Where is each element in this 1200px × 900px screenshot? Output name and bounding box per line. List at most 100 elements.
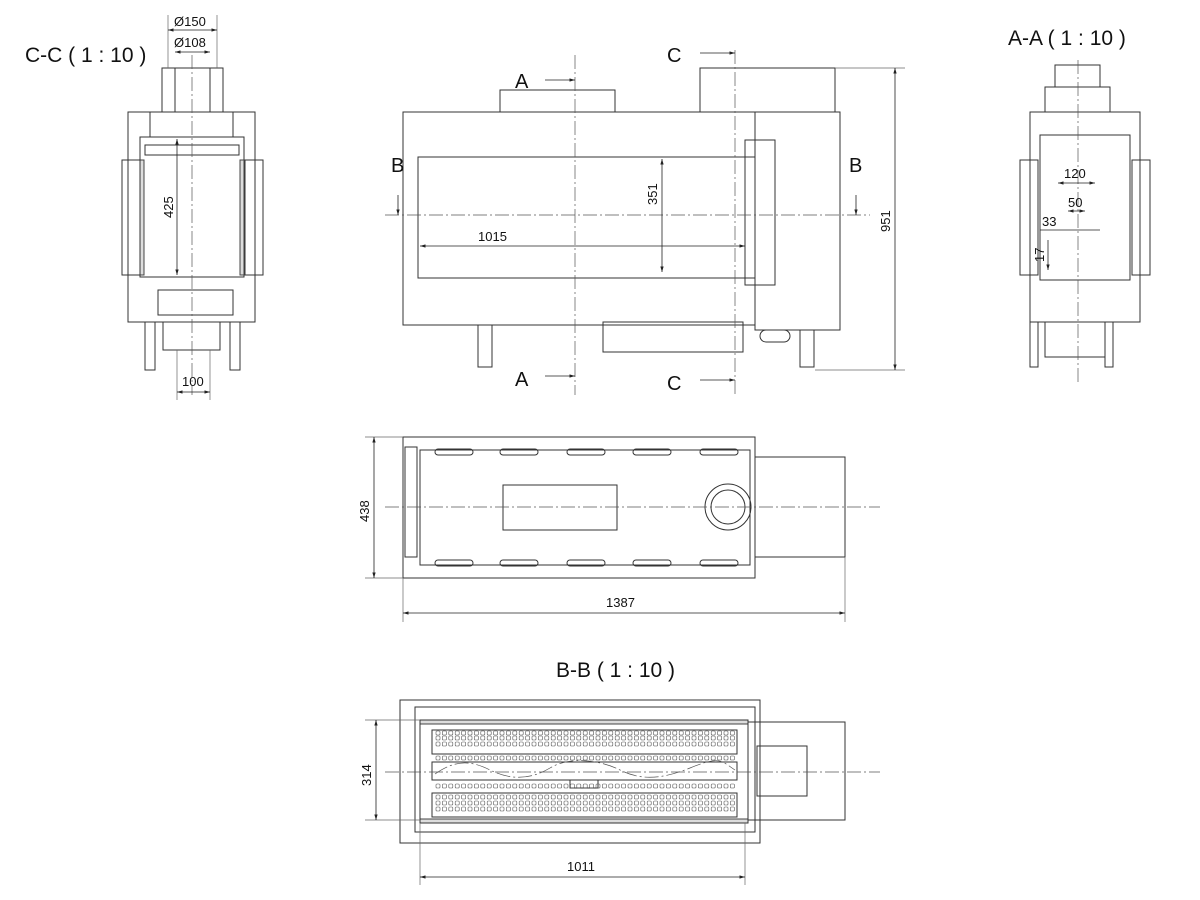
grate-hole <box>646 735 652 741</box>
section-marker-b-right: B <box>849 155 862 177</box>
grate-hole <box>557 783 562 789</box>
dim-cc-width: 100 <box>182 374 204 389</box>
grate-hole <box>698 735 703 741</box>
grate-hole <box>730 755 735 761</box>
grate-hole <box>691 794 697 800</box>
grate-hole <box>595 783 601 789</box>
grate-hole <box>634 783 639 789</box>
grate-hole <box>518 783 524 789</box>
grate-hole <box>576 783 582 789</box>
section-marker-c-top: C <box>667 45 681 67</box>
grate-hole <box>563 800 569 806</box>
grate-hole <box>608 794 614 800</box>
grate-hole <box>608 730 614 736</box>
grate-hole <box>634 741 639 747</box>
grate-hole <box>474 800 479 806</box>
grate-hole <box>525 783 530 789</box>
grate-hole <box>589 741 594 747</box>
grate-hole <box>442 800 447 806</box>
grate-hole <box>570 800 575 806</box>
grate-hole <box>442 794 447 800</box>
section-marker-b-left: B <box>391 155 404 177</box>
grate-hole <box>659 741 665 747</box>
grate-hole <box>454 730 460 736</box>
grate-hole <box>461 755 466 761</box>
grate-hole <box>589 794 594 800</box>
grate-hole <box>435 806 441 812</box>
grate-hole <box>672 794 678 800</box>
grate-hole <box>518 741 524 747</box>
grate-hole <box>499 806 505 812</box>
grate-hole <box>550 735 556 741</box>
grate-hole <box>666 735 671 741</box>
grate-hole <box>531 755 537 761</box>
grate-hole <box>653 730 658 736</box>
grate-hole <box>518 755 524 761</box>
grate-hole <box>544 735 550 741</box>
grate-hole <box>493 794 498 800</box>
section-bb-view: B-B ( 1 : 10 ) 314 1011 <box>359 659 880 885</box>
grate-hole <box>659 755 665 761</box>
grate-hole <box>499 783 505 789</box>
grate-hole <box>493 800 498 806</box>
grate-hole <box>698 806 703 812</box>
grate-hole <box>698 755 703 761</box>
dim-total-height: 951 <box>878 210 893 232</box>
grate-hole <box>480 735 486 741</box>
grate-hole <box>570 735 575 741</box>
grate-hole <box>704 730 710 736</box>
dim-flue-outer: Ø150 <box>174 14 206 29</box>
grate-hole <box>621 735 626 741</box>
grate-hole <box>614 783 620 789</box>
grate-hole <box>621 755 626 761</box>
vent-slot <box>566 559 606 567</box>
grate-hole <box>653 783 658 789</box>
grate-hole <box>461 783 466 789</box>
grate-hole <box>640 741 646 747</box>
grate-hole <box>621 794 626 800</box>
grate-hole <box>525 741 530 747</box>
grate-hole <box>435 755 441 761</box>
grate-hole <box>589 783 594 789</box>
grate-hole <box>582 794 588 800</box>
grate-hole <box>595 794 601 800</box>
grate-hole <box>538 741 543 747</box>
section-aa-view: A-A ( 1 : 10 ) 120 50 33 17 <box>1008 27 1151 385</box>
grate-hole <box>570 806 575 812</box>
grate-hole <box>646 783 652 789</box>
grate-hole <box>461 794 466 800</box>
grate-hole <box>576 806 582 812</box>
grate-hole <box>474 806 479 812</box>
grate-hole <box>653 806 658 812</box>
grate-hole <box>666 741 671 747</box>
vent-slot <box>434 448 474 456</box>
grate-hole <box>570 783 575 789</box>
grate-hole <box>710 806 716 812</box>
grate-hole <box>512 783 518 789</box>
grate-hole <box>448 794 454 800</box>
grate-hole <box>512 755 518 761</box>
dim-aa-50: 50 <box>1068 195 1082 210</box>
grate-hole <box>518 735 524 741</box>
grate-hole <box>704 783 710 789</box>
section-aa-title: A-A ( 1 : 10 ) <box>1008 27 1126 50</box>
grate-hole <box>691 741 697 747</box>
section-cc-view: C-C ( 1 : 10 ) Ø150 Ø108 425 100 <box>25 14 264 400</box>
grate-hole <box>557 794 562 800</box>
grate-hole <box>704 794 710 800</box>
grate-hole <box>506 741 511 747</box>
grate-hole <box>691 730 697 736</box>
grate-hole <box>614 735 620 741</box>
grate-hole <box>557 741 562 747</box>
grate-hole <box>454 806 460 812</box>
grate-hole <box>717 735 722 741</box>
section-marker-c-bottom: C <box>667 373 681 395</box>
grate-hole <box>570 794 575 800</box>
grate-hole <box>461 806 466 812</box>
grate-hole <box>486 783 492 789</box>
grate-hole <box>685 800 690 806</box>
grate-hole <box>550 806 556 812</box>
grate-hole <box>640 755 646 761</box>
grate-hole <box>659 794 665 800</box>
grate-hole <box>531 794 537 800</box>
